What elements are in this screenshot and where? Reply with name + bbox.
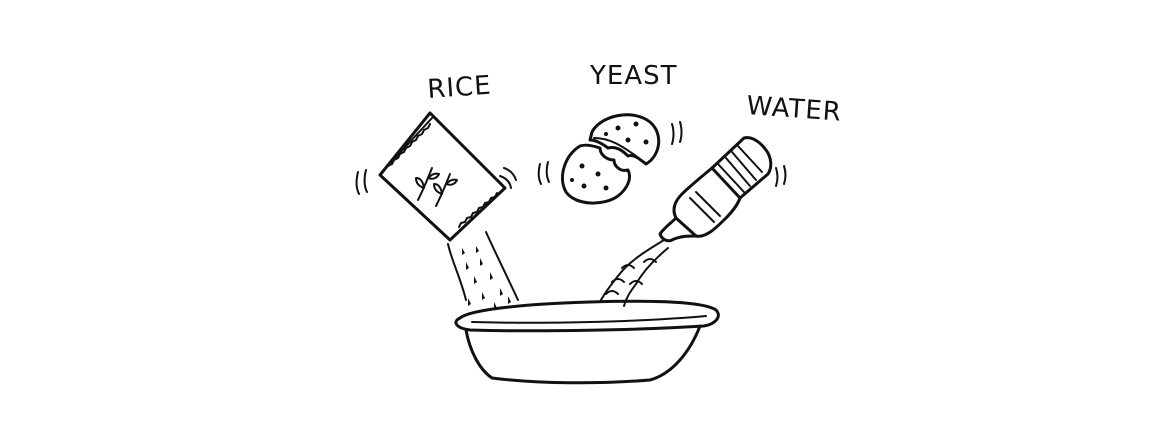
- motion-lines-yeast-left: [537, 161, 550, 185]
- label-yeast: YEAST: [589, 61, 677, 91]
- label-water: WATER: [746, 91, 843, 128]
- water-stream: [599, 239, 669, 307]
- rice-bag-icon: [378, 111, 507, 242]
- bowl-icon: [454, 299, 720, 385]
- motion-lines-yeast-right: [671, 121, 683, 145]
- motion-lines-rice-left: [355, 169, 368, 195]
- water-bottle-icon: [658, 136, 773, 243]
- motion-lines-water: [775, 165, 787, 187]
- rice-stream: [447, 231, 519, 310]
- motion-lines-rice-right: [499, 167, 517, 189]
- label-rice: RICE: [426, 71, 492, 105]
- yeast-icon: [561, 113, 661, 205]
